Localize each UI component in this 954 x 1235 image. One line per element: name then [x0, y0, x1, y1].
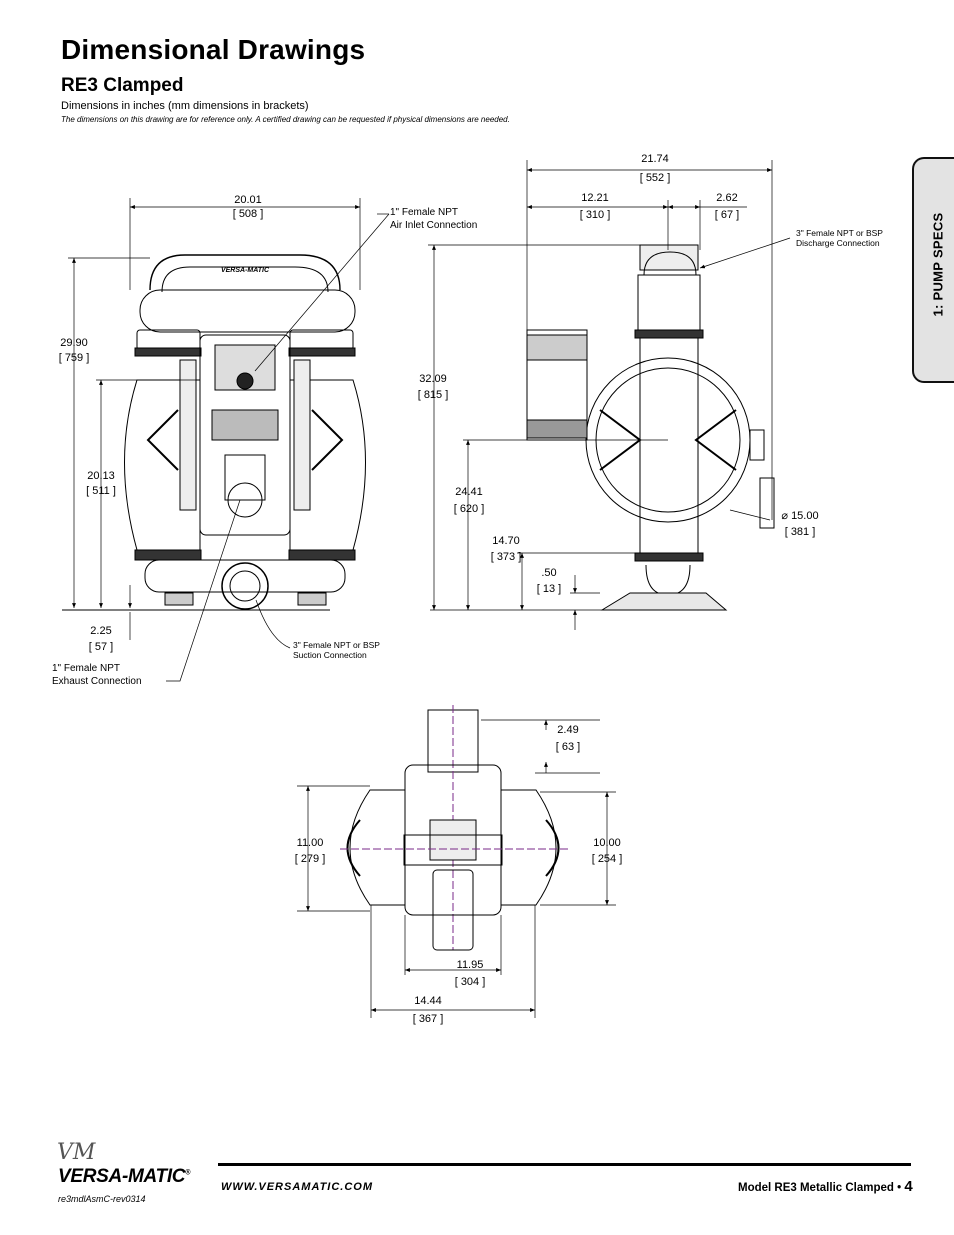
front-view-dim-labels: 20.01 [ 508 ] 29.90 [ 759 ] 20.13 [ 511 …: [59, 194, 264, 653]
side-overall-in: 21.74: [641, 153, 669, 165]
section-subtitle: RE3 Clamped: [61, 75, 184, 96]
website-link[interactable]: WWW.VERSAMATIC.COM: [221, 1181, 374, 1193]
front-view-callouts: 1" Female NPT Air Inlet Connection 1" Fe…: [52, 207, 477, 687]
front-view-pump: [62, 254, 366, 611]
top-left-in: 11.00: [297, 837, 324, 849]
top-view-pump: [340, 705, 570, 951]
page-number: 4: [904, 1178, 913, 1195]
suction-line2: Suction Connection: [293, 650, 367, 660]
air-inlet-line1: 1" Female NPT: [390, 207, 458, 218]
front-view-brand-mark: VERSA-MATIC: [221, 267, 270, 274]
front-base-mm: [ 57 ]: [89, 641, 113, 653]
pump-specs-tab[interactable]: 1: PUMP SPECS: [912, 157, 954, 383]
side-foot-in: .50: [541, 567, 556, 579]
disclaimer-note: The dimensions on this drawing are for r…: [61, 115, 510, 124]
side-height-mm: [ 815 ]: [418, 389, 449, 401]
side-left-mm: [ 310 ]: [580, 209, 611, 221]
units-note: Dimensions in inches (mm dimensions in b…: [61, 100, 309, 112]
top-offset-mm: [ 63 ]: [556, 741, 580, 753]
top-view-dimensions: [297, 719, 616, 1018]
discharge-line1: 3" Female NPT or BSP: [796, 228, 883, 238]
top-outer-in: 14.44: [414, 995, 442, 1007]
side-view-dimensions: [428, 160, 791, 630]
top-right-in: 10.00: [593, 837, 621, 849]
footer-divider: [218, 1163, 911, 1166]
front-width-in: 20.01: [234, 194, 262, 206]
side-diameter-in: ⌀ 15.00: [781, 510, 818, 522]
page-title: Dimensional Drawings: [61, 34, 366, 65]
top-view-dim-labels: 2.49 [ 63 ] 11.00 [ 279 ] 10.00 [ 254 ] …: [295, 724, 623, 1025]
top-left-mm: [ 279 ]: [295, 853, 326, 865]
front-height-in: 29.90: [60, 337, 88, 349]
air-inlet-line2: Air Inlet Connection: [390, 220, 477, 231]
side-flange-mm: [ 373 ]: [491, 551, 522, 563]
top-offset-in: 2.49: [557, 724, 578, 736]
side-view-callouts: 3" Female NPT or BSP Discharge Connectio…: [796, 228, 883, 248]
side-foot-mm: [ 13 ]: [537, 583, 561, 595]
side-height-in: 32.09: [419, 373, 447, 385]
side-center-mm: [ 620 ]: [454, 503, 485, 515]
exhaust-line2: Exhaust Connection: [52, 676, 142, 687]
top-inner-mm: [ 304 ]: [455, 976, 486, 988]
side-right-mm: [ 67 ]: [715, 209, 739, 221]
front-height-mm: [ 759 ]: [59, 352, 90, 364]
versa-matic-script-logo: VM: [57, 1140, 96, 1165]
side-right-in: 2.62: [716, 192, 737, 204]
side-view-pump: [526, 244, 775, 611]
side-center-in: 24.41: [455, 486, 483, 498]
side-left-in: 12.21: [581, 192, 609, 204]
exhaust-line1: 1" Female NPT: [52, 663, 120, 674]
front-center-mm: [ 511 ]: [86, 485, 116, 497]
discharge-line2: Discharge Connection: [796, 238, 880, 248]
front-base-in: 2.25: [90, 625, 111, 637]
versa-matic-logo: VERSA-MATIC®: [58, 1166, 191, 1187]
top-right-mm: [ 254 ]: [592, 853, 623, 865]
front-view-dimensions: [68, 198, 390, 682]
front-width-mm: [ 508 ]: [233, 208, 264, 220]
side-diameter-mm: [ 381 ]: [785, 526, 816, 538]
model-page-label: Model RE3 Metallic Clamped • 4: [738, 1178, 913, 1195]
suction-line1: 3" Female NPT or BSP: [293, 640, 380, 650]
front-center-in: 20.13: [87, 470, 115, 482]
side-overall-mm: [ 552 ]: [640, 172, 671, 184]
side-view-dim-labels: 21.74 [ 552 ] 12.21 [ 310 ] 2.62 [ 67 ] …: [418, 153, 819, 595]
top-inner-in: 11.95: [457, 959, 484, 971]
revision-code: re3mdlAsmC-rev0314: [58, 1194, 146, 1204]
top-outer-mm: [ 367 ]: [413, 1013, 444, 1025]
side-flange-in: 14.70: [492, 535, 520, 547]
